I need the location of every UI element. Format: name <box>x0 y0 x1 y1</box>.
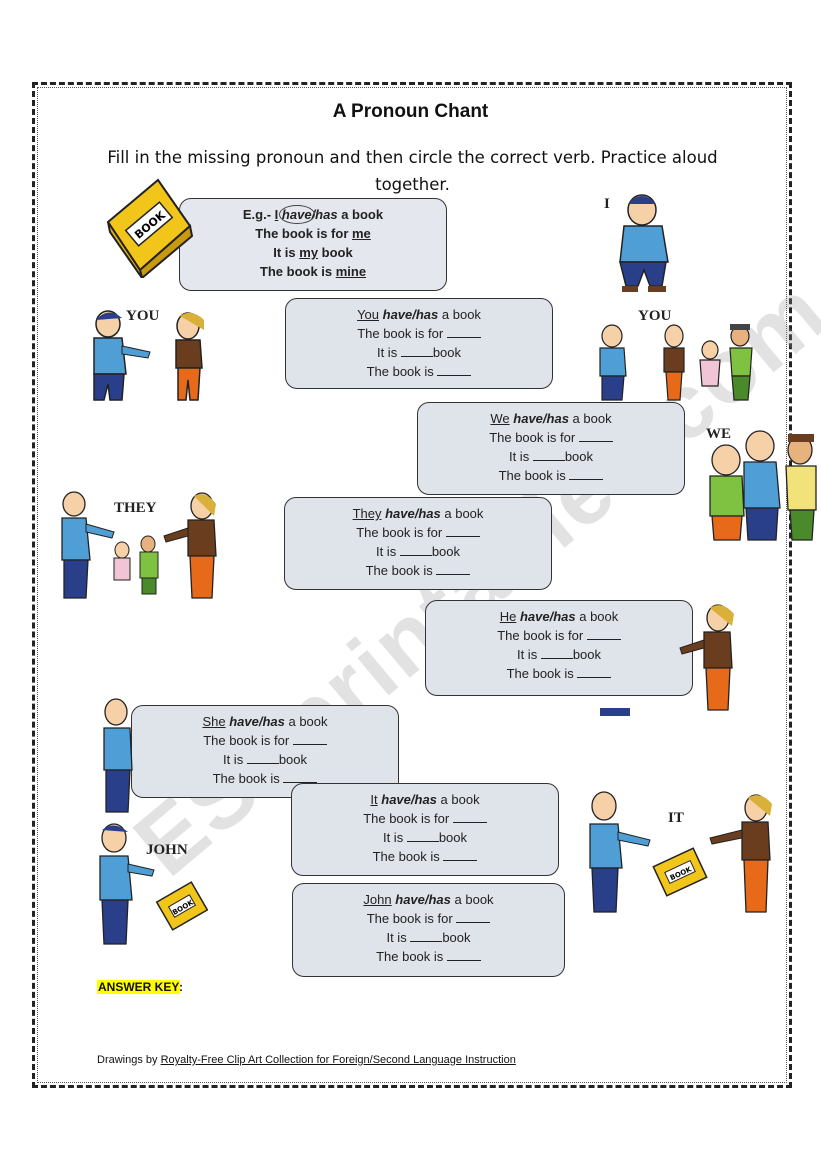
answer-key-label: ANSWER KEY <box>97 980 181 994</box>
you-pointing-picture: YOU <box>88 302 218 407</box>
svg-text:IT: IT <box>668 810 684 826</box>
verb-choice[interactable]: have/has <box>229 714 285 729</box>
page-title: A Pronoun Chant <box>332 101 489 122</box>
blank-object[interactable] <box>445 525 480 537</box>
blank-possessive[interactable] <box>399 544 432 556</box>
credit-link[interactable]: Royalty-Free Clip Art Collection for For… <box>160 1054 516 1066</box>
blank-object[interactable] <box>292 733 327 745</box>
chant-pronoun: She <box>202 714 226 729</box>
page-border <box>32 82 792 1088</box>
chant-pronoun: It <box>370 792 378 807</box>
you-group-picture: YOU <box>598 302 758 402</box>
john-picture: JOHN BOOK <box>96 820 208 948</box>
svg-text:WE: WE <box>706 426 731 442</box>
blank-possessive-pronoun[interactable] <box>569 468 604 480</box>
example-box: E.g.- I have/has a book The book is for … <box>179 198 447 291</box>
chant-pronoun: You <box>357 307 379 322</box>
verb-choice[interactable]: have/has <box>381 792 437 807</box>
blank-possessive-pronoun[interactable] <box>437 364 472 376</box>
boy-i-picture: I <box>596 186 696 296</box>
credit-line: Drawings by Royalty-Free Clip Art Collec… <box>97 1054 516 1066</box>
verb-choice[interactable]: have/has <box>382 307 439 322</box>
blank-possessive[interactable] <box>540 647 573 659</box>
blank-possessive[interactable] <box>246 752 279 764</box>
blank-object[interactable] <box>446 326 481 338</box>
he-pointing-picture <box>600 598 740 720</box>
chant-pronoun: We <box>490 411 510 426</box>
verb-choice[interactable]: have/has <box>385 506 441 521</box>
chant-pronoun: He <box>499 609 517 624</box>
blank-possessive[interactable] <box>532 449 565 461</box>
blank-object[interactable] <box>586 628 621 640</box>
blank-possessive[interactable] <box>410 930 443 942</box>
svg-text:THEY: THEY <box>114 500 157 516</box>
svg-text:JOHN: JOHN <box>146 842 188 858</box>
answer-key-colon: : <box>179 980 183 994</box>
chant-pronoun: John <box>363 892 392 907</box>
blank-possessive-pronoun[interactable] <box>446 949 481 961</box>
circled-verb: have <box>281 207 312 222</box>
blank-object[interactable] <box>456 911 491 923</box>
blank-possessive-pronoun[interactable] <box>283 771 318 783</box>
blank-object[interactable] <box>452 811 487 823</box>
blank-possessive[interactable] <box>406 830 439 842</box>
instructions: Fill in the missing pronoun and then cir… <box>107 148 718 194</box>
chant-pronoun: They <box>352 506 382 521</box>
it-picture: IT BOOK <box>586 788 778 918</box>
svg-text:YOU: YOU <box>638 308 672 324</box>
blank-object[interactable] <box>578 430 613 442</box>
verb-choice[interactable]: have/has <box>513 411 569 426</box>
blank-possessive-pronoun[interactable] <box>443 849 478 861</box>
blank-possessive-pronoun[interactable] <box>577 666 612 678</box>
we-group-picture: WE <box>704 420 821 545</box>
blank-possessive[interactable] <box>400 345 433 357</box>
book-picture: BOOK <box>104 178 194 278</box>
blank-possessive-pronoun[interactable] <box>436 563 471 575</box>
svg-text:I: I <box>604 196 610 212</box>
she-picture <box>100 698 140 816</box>
verb-choice[interactable]: have/has <box>519 609 576 624</box>
they-pointing-picture: THEY <box>60 490 220 602</box>
svg-text:YOU: YOU <box>126 308 160 324</box>
verb-choice[interactable]: have/has <box>395 892 451 907</box>
